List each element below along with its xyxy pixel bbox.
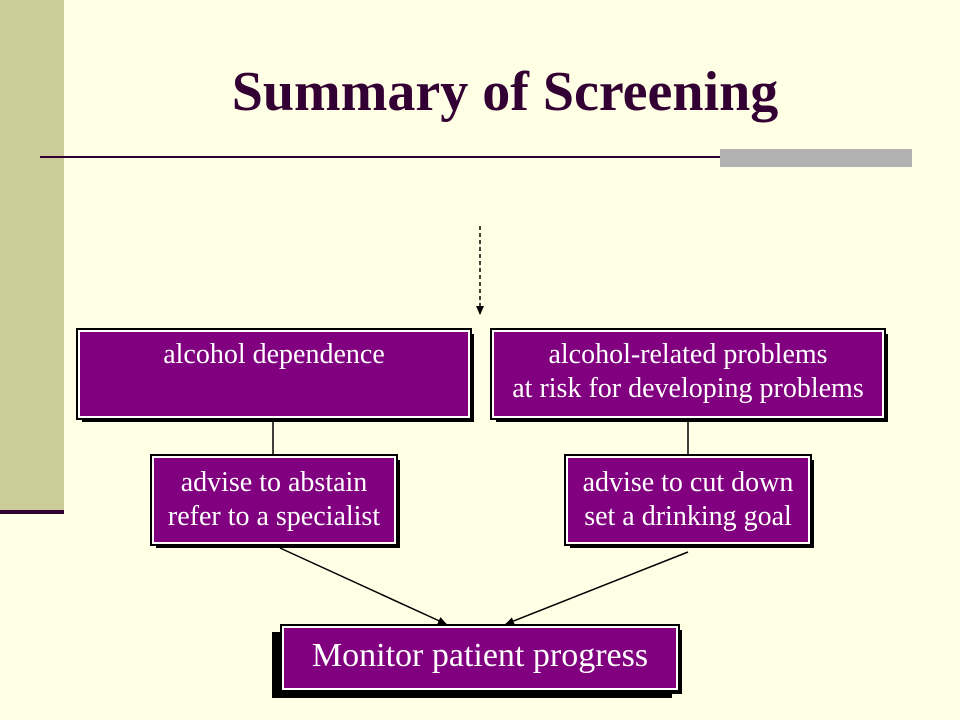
advise-abstain-box: advise to abstain refer to a specialist	[150, 454, 398, 546]
alcohol-dependence-box: alcohol dependence	[76, 328, 472, 420]
at-risk-label: at risk for developing problems	[512, 373, 864, 404]
alcohol-dependence-label: alcohol dependence	[163, 339, 385, 370]
advise-cut-down-box: advise to cut down set a drinking goal	[564, 454, 812, 546]
alcohol-related-problems-box: alcohol-related problems at risk for dev…	[490, 328, 886, 420]
cutdown-to-monitor-arrow	[505, 551, 689, 625]
advise-abstain-label: advise to abstain	[180, 467, 368, 498]
refer-specialist-label: refer to a specialist	[167, 501, 381, 532]
abstain-to-monitor-arrow	[279, 547, 447, 625]
drinking-goal-label: set a drinking goal	[584, 501, 792, 532]
title-rule	[40, 156, 912, 158]
alcohol-related-problems-label: alcohol-related problems	[548, 339, 828, 370]
left-accent-underline	[0, 510, 64, 514]
monitor-progress-box: Monitor patient progress	[280, 624, 680, 692]
left-accent-bar	[0, 0, 64, 512]
monitor-progress-label: Monitor patient progress	[311, 637, 649, 674]
advise-cut-down-label: advise to cut down	[582, 467, 794, 498]
title-rule-accent	[720, 149, 912, 167]
slide-title: Summary of Screening	[231, 61, 779, 123]
